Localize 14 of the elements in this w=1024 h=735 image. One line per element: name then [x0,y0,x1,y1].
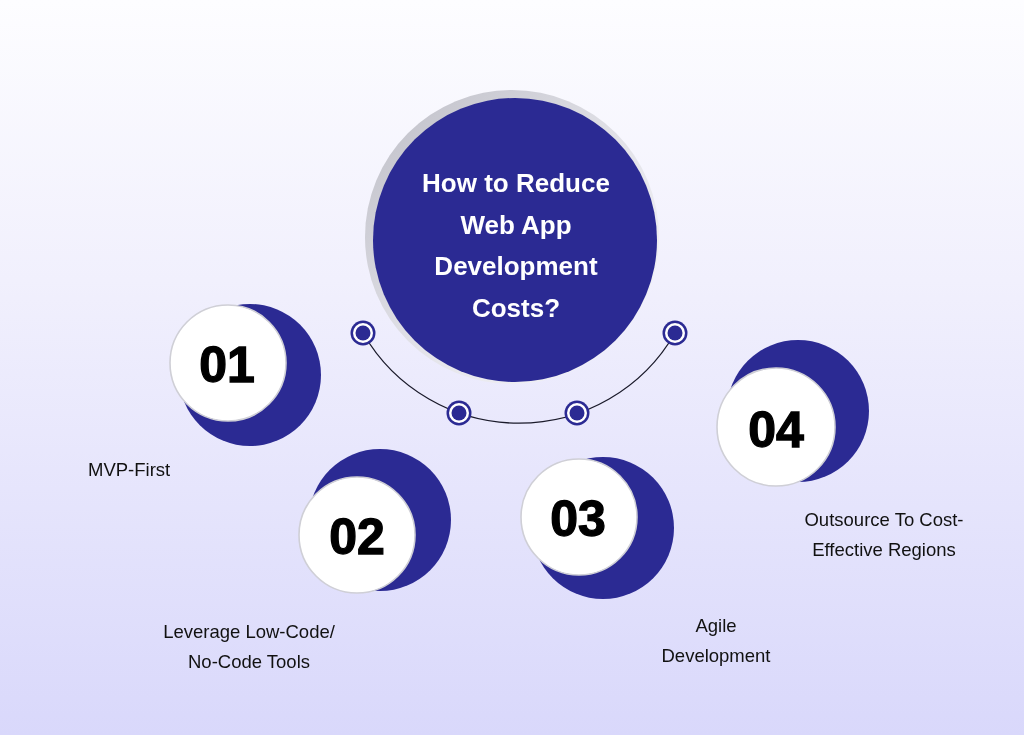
step-number: 03 [550,494,606,544]
step-circle [168,302,323,448]
step-caption: Agile Development [660,614,772,668]
step-number: 01 [199,340,255,390]
step-circle [297,447,453,595]
step-number: 02 [329,512,385,562]
step-caption: Outsource To Cost-Effective Regions [803,508,965,562]
step-circle [715,338,871,488]
step-circle [519,455,676,601]
heading-circle [363,88,661,386]
step-number: 04 [748,405,804,455]
heading-text: How to Reduce Web App Development Costs? [421,167,611,325]
step-caption: Leverage Low-Code/ No-Code Tools [162,620,336,674]
step-caption: MVP-First [88,458,171,482]
